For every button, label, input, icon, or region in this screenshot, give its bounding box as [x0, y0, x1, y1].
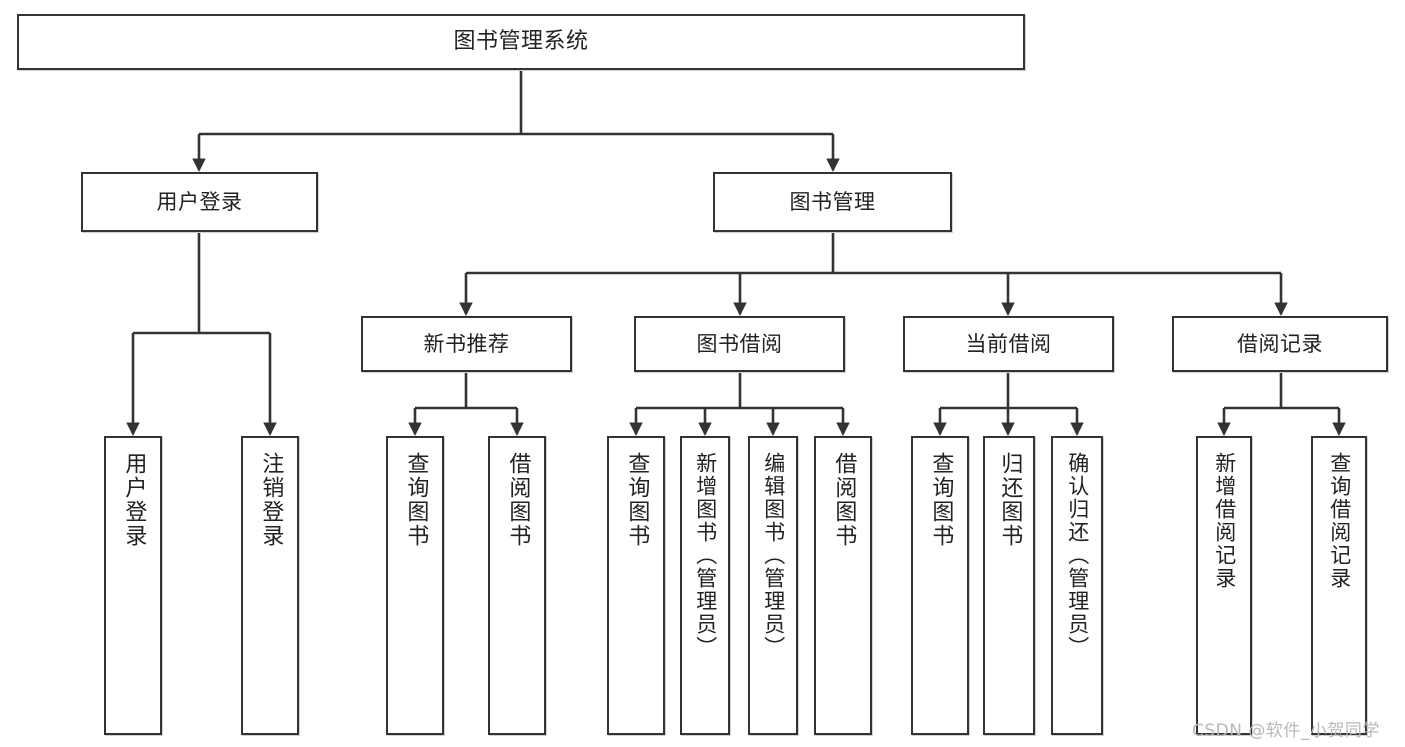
- node-leaf-query-book-2-label: 查询图书: [624, 452, 650, 548]
- node-leaf-return-book[interactable]: 归还图书: [983, 436, 1035, 735]
- node-leaf-borrow-book-1-label: 借阅图书: [505, 452, 531, 548]
- csdn-watermark: CSDN @软件_小贺同学: [1192, 721, 1380, 741]
- node-book-management[interactable]: 图书管理: [713, 172, 952, 232]
- node-leaf-add-book-label: 新增图书（管理员）: [693, 452, 718, 659]
- node-leaf-query-book-1[interactable]: 查询图书: [386, 436, 444, 735]
- node-user-login[interactable]: 用户登录: [81, 172, 318, 232]
- node-root[interactable]: 图书管理系统: [17, 14, 1025, 70]
- node-leaf-user-login-label: 用户登录: [121, 452, 147, 548]
- node-leaf-add-record-label: 新增借阅记录: [1212, 452, 1237, 590]
- node-leaf-logout-label: 注销登录: [258, 452, 284, 548]
- node-new-book-recommend-label: 新书推荐: [423, 331, 510, 356]
- node-book-borrow[interactable]: 图书借阅: [634, 316, 845, 372]
- node-current-borrow-label: 当前借阅: [965, 331, 1052, 356]
- node-leaf-edit-book-label: 编辑图书（管理员）: [761, 452, 786, 659]
- node-borrow-record-label: 借阅记录: [1237, 331, 1323, 356]
- node-book-management-label: 图书管理: [789, 189, 876, 214]
- node-leaf-borrow-book-2[interactable]: 借阅图书: [814, 436, 872, 735]
- node-leaf-query-book-3-label: 查询图书: [928, 452, 954, 548]
- node-leaf-logout[interactable]: 注销登录: [241, 436, 299, 735]
- node-root-label: 图书管理系统: [453, 28, 589, 54]
- node-leaf-query-book-3[interactable]: 查询图书: [911, 436, 969, 735]
- node-leaf-borrow-book-2-label: 借阅图书: [831, 452, 857, 548]
- node-leaf-query-record-label: 查询借阅记录: [1327, 452, 1352, 590]
- node-new-book-recommend[interactable]: 新书推荐: [361, 316, 572, 372]
- node-leaf-return-book-label: 归还图书: [997, 452, 1023, 548]
- node-leaf-query-book-2[interactable]: 查询图书: [607, 436, 665, 735]
- node-leaf-confirm-return-label: 确认归还（管理员）: [1065, 452, 1090, 659]
- node-leaf-add-record[interactable]: 新增借阅记录: [1196, 436, 1252, 735]
- node-leaf-add-book[interactable]: 新增图书（管理员）: [680, 436, 730, 735]
- node-user-login-label: 用户登录: [156, 189, 243, 214]
- node-leaf-confirm-return[interactable]: 确认归还（管理员）: [1051, 436, 1103, 735]
- node-leaf-edit-book[interactable]: 编辑图书（管理员）: [748, 436, 798, 735]
- node-borrow-record[interactable]: 借阅记录: [1172, 316, 1388, 372]
- node-leaf-borrow-book-1[interactable]: 借阅图书: [488, 436, 546, 735]
- node-leaf-user-login[interactable]: 用户登录: [104, 436, 162, 735]
- node-leaf-query-record[interactable]: 查询借阅记录: [1311, 436, 1367, 735]
- node-book-borrow-label: 图书借阅: [696, 331, 783, 356]
- node-current-borrow[interactable]: 当前借阅: [903, 316, 1114, 372]
- node-leaf-query-book-1-label: 查询图书: [403, 452, 429, 548]
